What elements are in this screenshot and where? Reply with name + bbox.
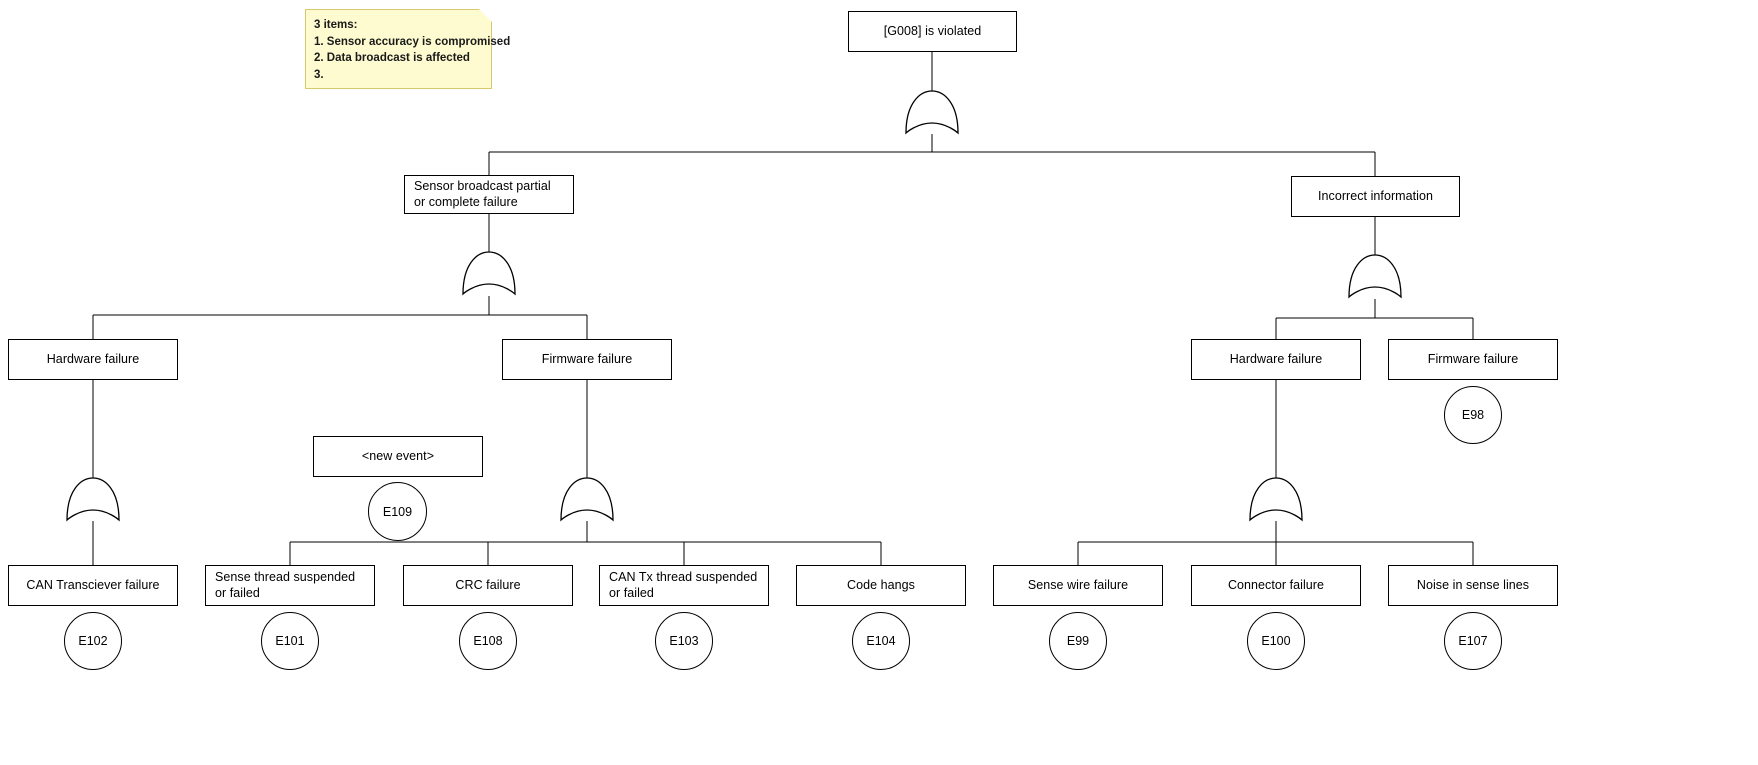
node-noise-in-sense-lines[interactable]: Noise in sense lines bbox=[1388, 565, 1558, 606]
event-id-e104-label: E104 bbox=[866, 634, 896, 648]
or-gate-firmware-failure-left[interactable] bbox=[558, 476, 616, 523]
note-fold-corner-icon bbox=[479, 9, 492, 22]
node-sense-thread-suspended[interactable]: Sense thread suspended or failed bbox=[205, 565, 375, 606]
node-firmware-failure-right[interactable]: Firmware failure bbox=[1388, 339, 1558, 380]
node-sense-thread-suspended-label: Sense thread suspended or failed bbox=[215, 570, 356, 600]
or-gate-incorrect-information[interactable] bbox=[1346, 253, 1404, 300]
node-firmware-failure-left[interactable]: Firmware failure bbox=[502, 339, 672, 380]
node-hardware-failure-left-label: Hardware failure bbox=[46, 351, 140, 366]
or-gate-hardware-failure-left[interactable] bbox=[64, 476, 122, 523]
event-id-e101[interactable]: E101 bbox=[261, 612, 319, 670]
node-code-hangs-label: Code hangs bbox=[847, 577, 915, 592]
node-new-event-label: <new event> bbox=[361, 448, 435, 463]
event-id-e100[interactable]: E100 bbox=[1247, 612, 1305, 670]
event-id-e108-label: E108 bbox=[473, 634, 503, 648]
node-hardware-failure-right-label: Hardware failure bbox=[1229, 351, 1323, 366]
node-firmware-failure-left-label: Firmware failure bbox=[541, 351, 633, 366]
note-item-1: 1. Sensor accuracy is compromised bbox=[314, 35, 511, 48]
node-connector-failure-label: Connector failure bbox=[1227, 577, 1325, 592]
node-noise-in-sense-lines-label: Noise in sense lines bbox=[1416, 577, 1530, 592]
node-firmware-failure-right-label: Firmware failure bbox=[1427, 351, 1519, 366]
sticky-note[interactable]: 3 items: 1. Sensor accuracy is compromis… bbox=[305, 9, 511, 89]
event-id-e107[interactable]: E107 bbox=[1444, 612, 1502, 670]
node-crc-failure-label: CRC failure bbox=[455, 577, 521, 592]
event-id-e103-label: E103 bbox=[669, 634, 699, 648]
event-id-e98[interactable]: E98 bbox=[1444, 386, 1502, 444]
node-hardware-failure-right[interactable]: Hardware failure bbox=[1191, 339, 1361, 380]
node-sense-wire-failure-label: Sense wire failure bbox=[1027, 577, 1129, 592]
node-sense-wire-failure[interactable]: Sense wire failure bbox=[993, 565, 1163, 606]
node-top-goal[interactable]: [G008] is violated bbox=[848, 11, 1017, 52]
note-item-2: 2. Data broadcast is affected bbox=[314, 52, 470, 65]
or-gate-sensor-broadcast[interactable] bbox=[460, 250, 518, 297]
node-can-tx-thread-suspended[interactable]: CAN Tx thread suspended or failed bbox=[599, 565, 769, 606]
event-id-e108[interactable]: E108 bbox=[459, 612, 517, 670]
event-id-e103[interactable]: E103 bbox=[655, 612, 713, 670]
node-hardware-failure-left[interactable]: Hardware failure bbox=[8, 339, 178, 380]
or-gate-hardware-failure-right[interactable] bbox=[1247, 476, 1305, 523]
note-header: 3 items: bbox=[314, 19, 358, 31]
event-id-e99[interactable]: E99 bbox=[1049, 612, 1107, 670]
note-item-3: 3. bbox=[314, 68, 324, 81]
event-id-e98-label: E98 bbox=[1461, 408, 1485, 422]
event-id-e100-label: E100 bbox=[1261, 634, 1291, 648]
or-gate-top[interactable] bbox=[903, 89, 961, 136]
node-code-hangs[interactable]: Code hangs bbox=[796, 565, 966, 606]
node-incorrect-information[interactable]: Incorrect information bbox=[1291, 176, 1460, 217]
node-can-transceiver-failure[interactable]: CAN Transciever failure bbox=[8, 565, 178, 606]
event-id-e109[interactable]: E109 bbox=[368, 482, 427, 541]
node-new-event[interactable]: <new event> bbox=[313, 436, 483, 477]
event-id-e102-label: E102 bbox=[78, 634, 108, 648]
node-sensor-broadcast-failure-label: Sensor broadcast partial or complete fai… bbox=[414, 179, 551, 209]
node-connector-failure[interactable]: Connector failure bbox=[1191, 565, 1361, 606]
node-can-transceiver-failure-label: CAN Transciever failure bbox=[26, 577, 160, 592]
event-id-e109-label: E109 bbox=[382, 504, 413, 519]
node-sensor-broadcast-failure[interactable]: Sensor broadcast partial or complete fai… bbox=[404, 175, 574, 214]
event-id-e99-label: E99 bbox=[1066, 634, 1090, 648]
node-incorrect-information-label: Incorrect information bbox=[1318, 188, 1433, 203]
event-id-e107-label: E107 bbox=[1458, 634, 1488, 648]
event-id-e104[interactable]: E104 bbox=[852, 612, 910, 670]
node-crc-failure[interactable]: CRC failure bbox=[403, 565, 573, 606]
event-id-e102[interactable]: E102 bbox=[64, 612, 122, 670]
node-top-goal-label: [G008] is violated bbox=[883, 23, 982, 38]
event-id-e101-label: E101 bbox=[275, 634, 305, 648]
node-can-tx-thread-suspended-label: CAN Tx thread suspended or failed bbox=[609, 570, 758, 600]
